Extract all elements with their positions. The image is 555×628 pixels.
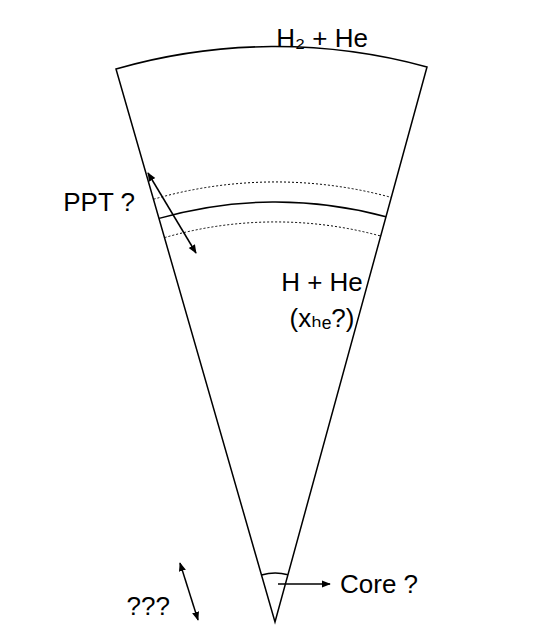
range-label: ??? xyxy=(127,592,170,621)
layer-label: H + He xyxy=(281,268,363,297)
pointer-arrow xyxy=(278,583,330,585)
layer-label: H₂ + He xyxy=(276,24,368,53)
dotted-boundary xyxy=(165,222,381,238)
core-label: Core ? xyxy=(340,570,418,599)
composition-label: (xₕₑ?) xyxy=(290,304,355,333)
range-label: PPT ? xyxy=(63,188,135,217)
core-arc xyxy=(262,573,288,575)
range-arrow xyxy=(148,173,196,253)
transition-boundary xyxy=(159,202,386,218)
dotted-boundary xyxy=(154,182,392,199)
wedge-outline xyxy=(116,47,427,622)
range-arrow xyxy=(180,563,198,620)
